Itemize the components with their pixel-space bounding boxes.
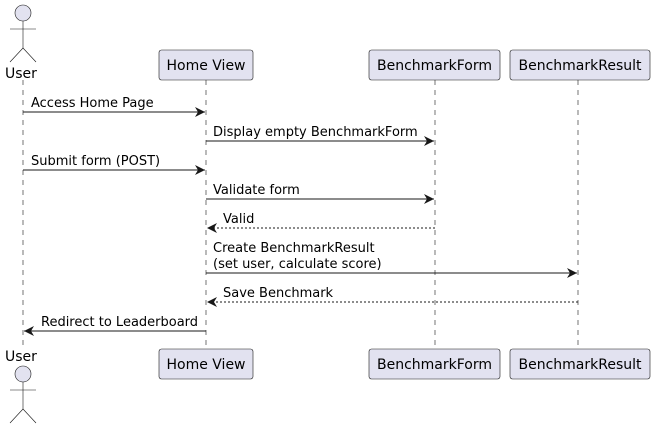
message-3: Submit form (POST) — [23, 154, 205, 175]
participant-label-user: User — [5, 349, 37, 365]
participant-benchmark-form-top: BenchmarkForm — [368, 49, 501, 81]
message-7: Save Benchmark — [207, 286, 578, 307]
participant-label-user: User — [5, 66, 37, 82]
participant-benchmark-form-bottom: BenchmarkForm — [368, 348, 501, 380]
actor-head-icon — [14, 365, 32, 383]
message-6: Create BenchmarkResult (set user, calcul… — [206, 241, 577, 278]
participant-home-view-bottom: Home View — [158, 348, 254, 380]
message-label: Redirect to Leaderboard — [41, 315, 198, 330]
participant-label-benchmark-form: BenchmarkForm — [377, 357, 492, 373]
message-8: Redirect to Leaderboard — [24, 315, 206, 336]
participant-label-benchmark-result: BenchmarkResult — [519, 58, 643, 74]
message-4: Validate form — [206, 183, 434, 204]
message-5: Valid — [207, 212, 435, 233]
participant-label-home-view: Home View — [166, 357, 245, 373]
actor-user-bottom: User — [5, 349, 37, 424]
message-2: Display empty BenchmarkForm — [206, 125, 434, 146]
message-label: Create BenchmarkResult — [213, 241, 375, 256]
message-label: Valid — [223, 212, 254, 227]
message-label: Submit form (POST) — [31, 154, 160, 169]
participant-label-home-view: Home View — [166, 58, 245, 74]
participant-home-view-top: Home View — [158, 49, 254, 81]
participant-label-benchmark-result: BenchmarkResult — [519, 357, 643, 373]
participant-label-benchmark-form: BenchmarkForm — [377, 58, 492, 74]
message-label: Display empty BenchmarkForm — [213, 125, 418, 140]
participant-benchmark-result-top: BenchmarkResult — [509, 49, 651, 81]
participant-benchmark-result-bottom: BenchmarkResult — [509, 348, 651, 380]
message-label: Access Home Page — [31, 96, 154, 111]
actor-head-icon — [14, 4, 32, 22]
message-1: Access Home Page — [23, 96, 205, 117]
message-label-line-2: (set user, calculate score) — [213, 257, 382, 272]
message-label: Validate form — [213, 183, 300, 198]
actor-user-top: User — [5, 4, 37, 82]
message-label: Save Benchmark — [223, 286, 334, 301]
